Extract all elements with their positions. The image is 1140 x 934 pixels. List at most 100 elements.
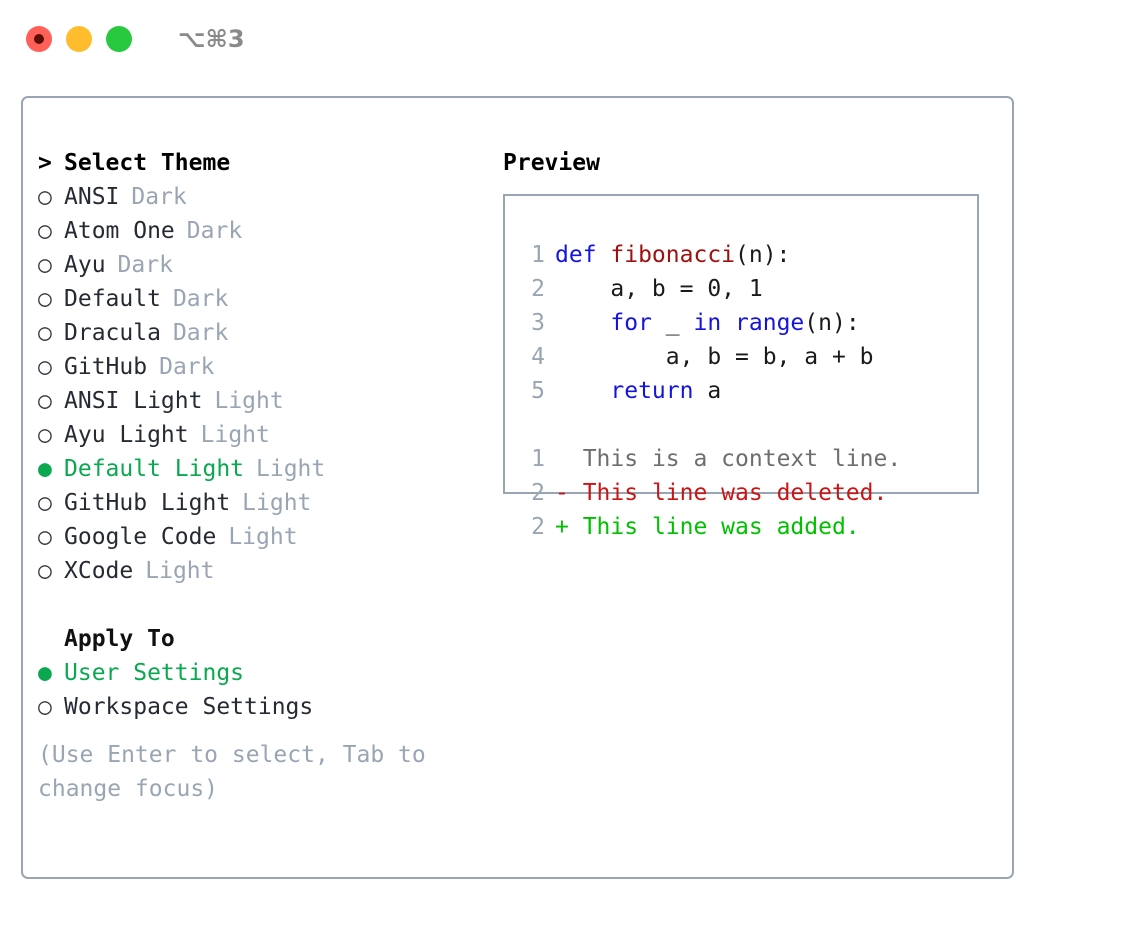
radio-unselected-icon[interactable]: ○ (38, 320, 52, 346)
theme-list-item[interactable]: ○ GitHub Light Light (38, 486, 498, 520)
theme-category-tag: Dark (117, 252, 173, 278)
code-token (555, 374, 610, 408)
diff-marker (555, 442, 569, 476)
theme-list-item[interactable]: ● Default Light Light (38, 452, 498, 486)
theme-category-tag: Light (256, 456, 326, 482)
code-token: (n): (804, 310, 860, 336)
code-diff-separator (517, 408, 901, 442)
code-token: (n): (735, 242, 791, 268)
radio-unselected-icon[interactable]: ○ (38, 286, 52, 312)
diff-marker: + (555, 514, 569, 540)
theme-name: XCode (64, 558, 134, 584)
theme-category-tag: Dark (159, 354, 215, 380)
radio-unselected-icon[interactable]: ○ (38, 422, 52, 448)
radio-unselected-icon[interactable]: ○ (38, 252, 52, 278)
code-line: 1 def fibonacci(n): (517, 238, 901, 272)
radio-unselected-icon[interactable]: ○ (38, 558, 52, 584)
theme-name: ANSI (64, 184, 120, 210)
code-token: return (610, 378, 694, 404)
code-token (721, 306, 735, 340)
code-line: 3 for _ in range(n): (517, 306, 901, 340)
code-line-number: 4 (531, 344, 545, 370)
close-window-icon[interactable] (26, 26, 52, 52)
code-token: a, b = 0, 1 (555, 276, 763, 302)
theme-category-tag: Light (242, 490, 312, 516)
code-token: in (693, 310, 722, 336)
theme-list-item[interactable]: ○ XCode Light (38, 554, 498, 588)
theme-name: Default Light (64, 456, 245, 482)
traffic-light-group (26, 26, 132, 52)
radio-unselected-icon[interactable]: ○ (38, 218, 52, 244)
code-token (555, 306, 610, 340)
code-token: for (610, 310, 652, 336)
theme-name: Ayu Light (64, 422, 189, 448)
radio-unselected-icon[interactable]: ○ (38, 184, 52, 210)
minimize-window-icon[interactable] (66, 26, 92, 52)
theme-list-item[interactable]: ○ ANSI Dark (38, 180, 498, 214)
apply-to-name: User Settings (64, 660, 245, 686)
code-line-number: 1 (531, 242, 545, 268)
code-line-number: 2 (531, 276, 545, 302)
radio-unselected-icon[interactable]: ○ (38, 388, 52, 414)
code-line: 5 return a (517, 374, 901, 408)
apply-to-item[interactable]: ● User Settings (38, 656, 498, 690)
diff-line: 1 This is a context line. (517, 442, 901, 476)
diff-text: This line was deleted. (568, 480, 888, 506)
maximize-window-icon[interactable] (106, 26, 132, 52)
theme-category-tag: Light (214, 388, 284, 414)
radio-unselected-icon[interactable]: ○ (38, 524, 52, 550)
theme-list-item[interactable]: ○ Ayu Light Light (38, 418, 498, 452)
code-token: fibonacci (610, 242, 736, 268)
diff-text: This line was added. (568, 514, 860, 540)
theme-category-tag: Dark (172, 286, 229, 312)
theme-name: Google Code (64, 524, 217, 550)
theme-list-item[interactable]: ○ Ayu Dark (38, 248, 498, 282)
radio-unselected-icon[interactable]: ○ (38, 490, 52, 516)
radio-selected-icon[interactable]: ● (38, 456, 52, 482)
select-theme-label: Select Theme (64, 150, 231, 176)
theme-category-tag: Light (200, 422, 270, 448)
prompt-caret-icon: > (38, 150, 52, 176)
code-line-number: 3 (531, 310, 545, 336)
theme-name: Atom One (64, 218, 175, 244)
code-line: 2 a, b = 0, 1 (517, 272, 901, 306)
code-token: range (735, 310, 805, 336)
radio-unselected-icon[interactable]: ○ (38, 694, 52, 720)
code-token: def (555, 242, 611, 268)
title-bar: ⌥⌘3 (0, 0, 1140, 78)
diff-line-number: 1 (531, 446, 545, 472)
window-title: ⌥⌘3 (178, 25, 245, 53)
code-token: a (693, 378, 722, 404)
theme-name: GitHub Light (64, 490, 231, 516)
code-token: a, b = b, a + b (555, 344, 874, 370)
theme-category-tag: Dark (131, 184, 187, 210)
diff-line-number: 2 (531, 514, 545, 540)
diff-line-number: 2 (531, 480, 545, 506)
radio-unselected-icon[interactable]: ○ (38, 354, 52, 380)
diff-text: This is a context line. (568, 446, 902, 472)
theme-category-tag: Dark (186, 218, 243, 244)
diff-sample: 1 This is a context line.2- This line wa… (517, 442, 901, 544)
theme-name: Dracula (64, 320, 161, 346)
keyboard-hint: (Use Enter to select, Tab to change focu… (38, 742, 440, 802)
apply-to-header: ○ Apply To (38, 622, 498, 656)
apply-to-item[interactable]: ○ Workspace Settings (38, 690, 498, 724)
apply-to-bullet-placeholder: ○ (38, 622, 64, 656)
theme-category-tag: Light (145, 558, 215, 584)
theme-list-item[interactable]: ○ Atom One Dark (38, 214, 498, 248)
apply-to-name: Workspace Settings (64, 694, 314, 720)
preview-title: Preview (503, 150, 600, 176)
theme-name: Ayu (64, 252, 106, 278)
radio-selected-icon[interactable]: ● (38, 660, 52, 686)
